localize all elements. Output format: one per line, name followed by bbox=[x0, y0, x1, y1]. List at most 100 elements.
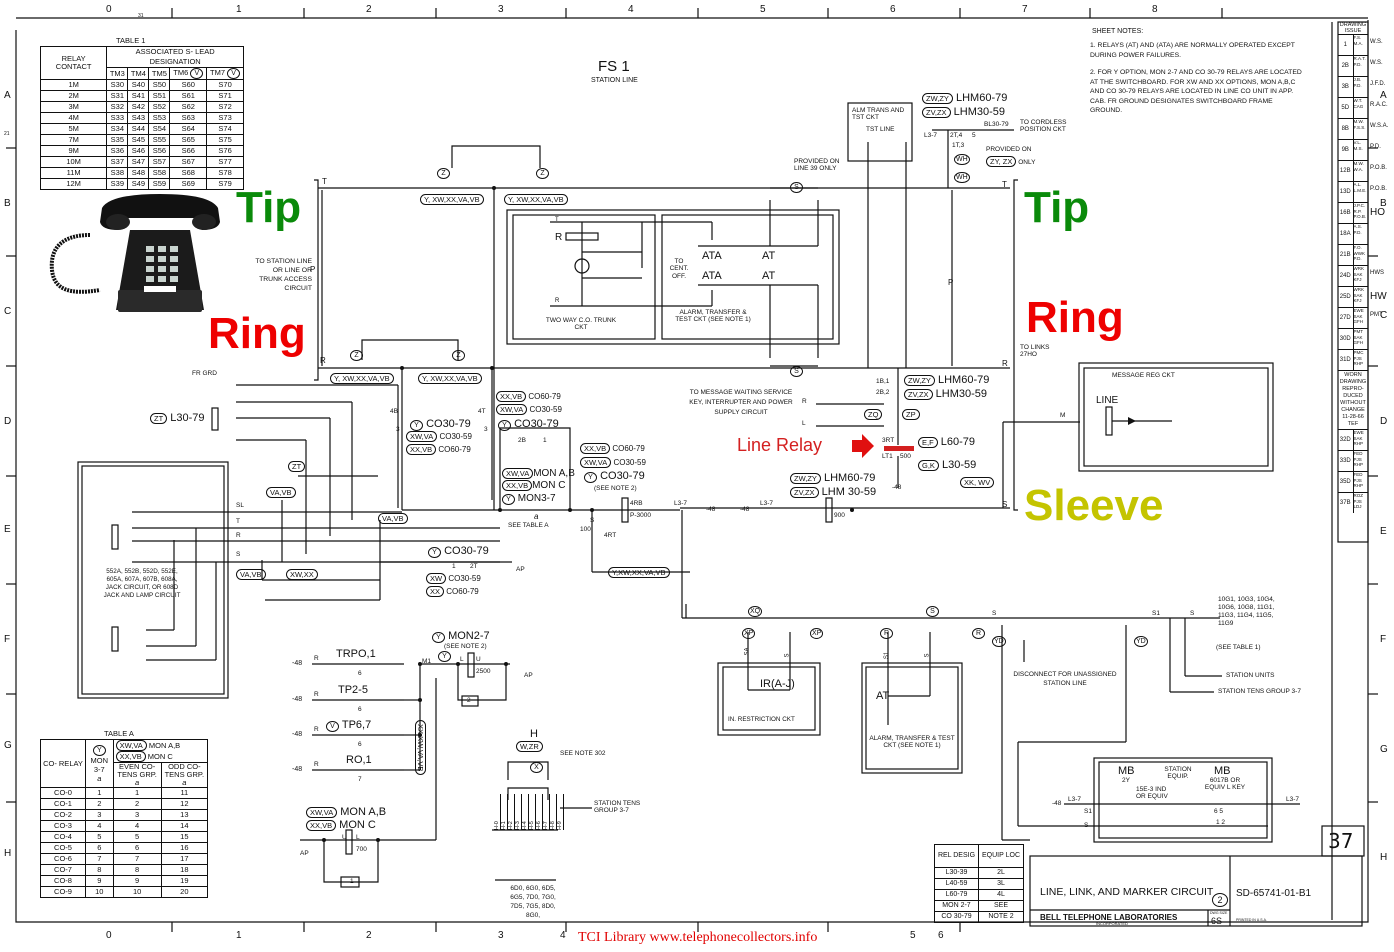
issue-number: 16B bbox=[1339, 209, 1351, 216]
tablea-sub: a bbox=[135, 778, 140, 787]
option-xxvb: XX,VB bbox=[580, 443, 611, 454]
lead-cell: S35 bbox=[106, 134, 129, 146]
value-cell: 17 bbox=[160, 853, 209, 865]
alm-trans-label: ALM TRANS AND TST CKT bbox=[852, 107, 905, 122]
lead-cell: S51 bbox=[148, 90, 171, 102]
lead-s: S bbox=[924, 653, 931, 658]
issue-number: 24D bbox=[1339, 272, 1351, 279]
lead-cell: S49 bbox=[127, 178, 150, 190]
option-y: Y bbox=[92, 744, 106, 756]
ap-label: AP bbox=[300, 850, 309, 857]
co-relay-cell: CO-4 bbox=[40, 831, 86, 843]
lead-s1: S1 bbox=[1152, 610, 1160, 617]
issue-approver: W.S. bbox=[1370, 39, 1383, 45]
tp25-label: TP2-5 bbox=[338, 684, 368, 696]
contact-6: 6 bbox=[358, 670, 362, 677]
lead-s: S bbox=[784, 653, 791, 658]
contact-4b: 4B bbox=[390, 408, 398, 415]
relay-at-bottom: AT bbox=[762, 270, 776, 282]
alarm-box-label-lower: ALARM, TRANSFER & TEST CKT (SEE NOTE 1) bbox=[869, 735, 955, 750]
issue-initials: M.W. W.A. bbox=[1352, 161, 1369, 181]
co-relay-cell: CO-2 bbox=[40, 809, 86, 821]
ir-relay-label: IR(A-J) bbox=[760, 678, 795, 690]
row-right-f: F bbox=[1380, 634, 1387, 645]
ap-label: AP bbox=[516, 566, 525, 573]
bl3079-label: BL30-79 bbox=[984, 121, 1009, 128]
lhm6079-label: LHM60-79 bbox=[955, 92, 1008, 104]
contact-6: 6 bbox=[358, 741, 362, 748]
small-mark: 31 bbox=[138, 13, 144, 19]
option-s: S bbox=[926, 606, 939, 617]
lhm3059b-label: LHM 30-59 bbox=[821, 486, 877, 498]
value-cell: 1 bbox=[85, 787, 114, 799]
provided-line39-label: PROVIDED ON LINE 39 ONLY bbox=[794, 158, 840, 173]
option-yd: YD bbox=[1134, 636, 1148, 647]
relay-contact-cell: 5M bbox=[39, 123, 108, 135]
option-zt: ZT bbox=[150, 413, 168, 424]
lead-cell: S57 bbox=[148, 156, 171, 168]
option-zq: ZQ bbox=[864, 409, 883, 420]
option-zvzx: ZV,ZX bbox=[922, 107, 951, 118]
lead-cell: S66 bbox=[169, 145, 208, 157]
trunk-box-label: TWO WAY C.O. TRUNK CKT bbox=[545, 317, 617, 332]
option-group: Y,XW,XX,VA,VB bbox=[608, 567, 670, 578]
value-cell: 12 bbox=[160, 798, 209, 810]
col-top-7: 7 bbox=[1022, 4, 1028, 15]
h-terminal: H-9 bbox=[557, 794, 564, 830]
trpo1-label: TRPO,1 bbox=[336, 648, 376, 660]
option-group: Y, XW,XX,VA,VB bbox=[418, 373, 482, 384]
lead-p: P bbox=[310, 265, 316, 274]
value-cell: 19 bbox=[160, 875, 209, 887]
option-y: Y bbox=[428, 547, 441, 558]
l37-label: L3-7 bbox=[1068, 796, 1082, 803]
lead-l: L bbox=[356, 834, 360, 841]
h-terminal: H-3 bbox=[515, 794, 522, 830]
lead-cell: S69 bbox=[169, 178, 208, 190]
value-cell: 18 bbox=[160, 864, 209, 876]
table1-col-label: TM6 bbox=[173, 68, 189, 77]
tip-label-left: Tip bbox=[236, 183, 302, 232]
lamp-label: 15E-3 IND OR EQUIV bbox=[1136, 786, 1168, 801]
lead-r-msg: R bbox=[802, 398, 807, 405]
minus48: -48 bbox=[706, 506, 716, 513]
to-cent-off-label: TO CENT. OFF. bbox=[669, 258, 689, 280]
lead-cell: S63 bbox=[169, 112, 208, 124]
lead-cell: S44 bbox=[127, 123, 150, 135]
co-relay-cell: CO-7 bbox=[40, 864, 86, 876]
lead-cell: S46 bbox=[127, 145, 150, 157]
value-cell: 20 bbox=[160, 886, 209, 898]
issue-initials: V.L. M.S. bbox=[1352, 140, 1369, 160]
ap-label: AP bbox=[524, 672, 533, 679]
value-cell: 3 bbox=[85, 809, 114, 821]
option-xwva: XW,VA bbox=[115, 740, 147, 751]
issue-initials: F.S. M.A. bbox=[1352, 35, 1369, 55]
only-label: ONLY bbox=[1018, 159, 1036, 166]
watermark-link[interactable]: TCI Library www.telephonecollectors.info bbox=[578, 930, 818, 945]
line-label: LINE bbox=[1096, 395, 1119, 406]
rel-desig-cell: L40-59 bbox=[933, 878, 980, 890]
row-right-c: C bbox=[1380, 310, 1388, 321]
issue-initials: M.W. F.S.S. bbox=[1352, 119, 1369, 139]
equip-h1: REL DESIG bbox=[933, 844, 980, 868]
lead-cell: S77 bbox=[206, 156, 244, 168]
relay-contact-cell: 3M bbox=[39, 101, 108, 113]
relay-contact-cell: 1M bbox=[39, 79, 108, 91]
issue-initials: FED PJS RHP bbox=[1352, 472, 1369, 492]
issue-approver: P.O.B. bbox=[1370, 186, 1387, 192]
minus48: -48 bbox=[292, 660, 303, 667]
lead-r-jack: R bbox=[236, 532, 241, 539]
issue-approver: HW bbox=[1370, 291, 1387, 302]
lead-cell: S61 bbox=[169, 90, 208, 102]
option-zwzy: ZW,ZY bbox=[922, 93, 953, 104]
